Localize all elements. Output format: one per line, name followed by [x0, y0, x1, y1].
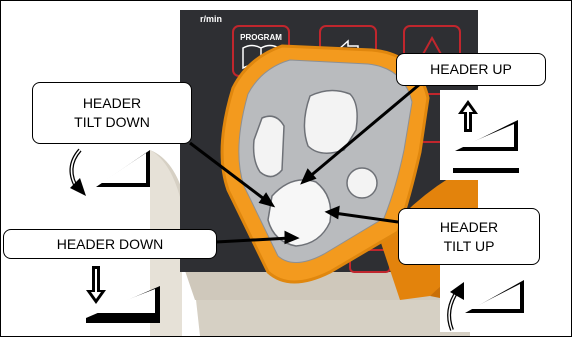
callout-header-up: HEADER UP	[396, 53, 546, 86]
keypad-button-round[interactable]	[347, 168, 377, 198]
icon-backdrop-up	[440, 90, 532, 180]
program-label: PROGRAM	[240, 33, 282, 42]
callout-header-down: HEADER DOWN	[3, 229, 217, 259]
rpm-label: r/min	[200, 14, 222, 24]
callout-header-tilt-down: HEADER TILT DOWN	[32, 82, 192, 144]
callout-header-tilt-up: HEADER TILT UP	[398, 208, 540, 265]
